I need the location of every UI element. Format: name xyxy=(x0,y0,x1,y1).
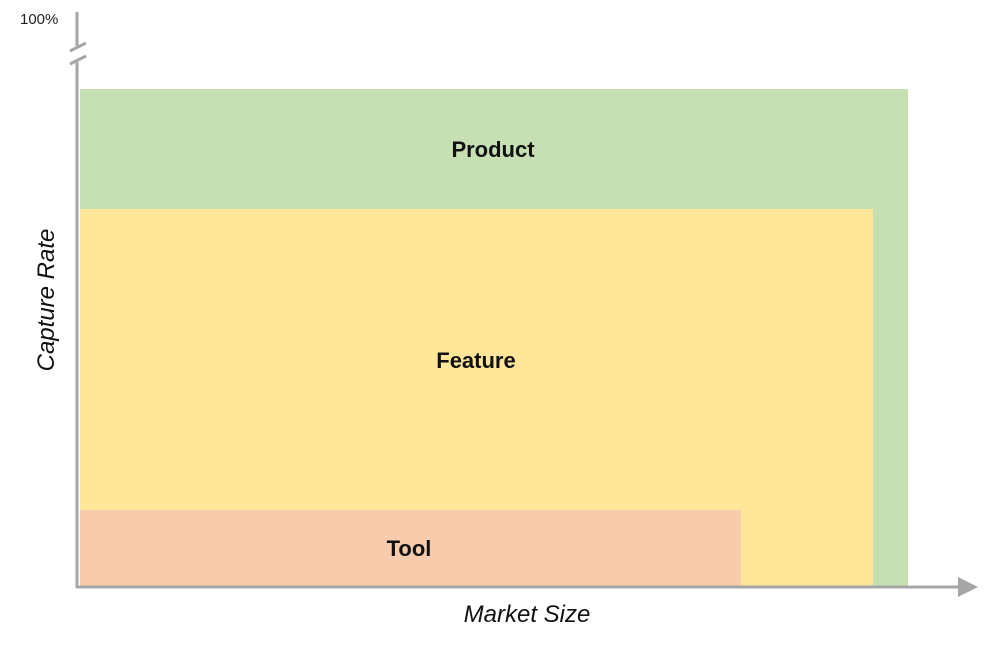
y-axis-break-mark-2 xyxy=(69,54,87,66)
y-axis-title: Capture Rate xyxy=(33,229,60,372)
region-tool xyxy=(80,510,741,586)
x-axis-arrowhead xyxy=(958,577,978,597)
x-axis-title: Market Size xyxy=(464,601,591,628)
region-label-product: Product xyxy=(451,137,535,162)
region-label-feature: Feature xyxy=(436,348,515,373)
region-label-tool: Tool xyxy=(387,536,432,561)
y-axis-top-label: 100% xyxy=(20,11,58,28)
y-axis-break-mark-1 xyxy=(69,41,87,53)
